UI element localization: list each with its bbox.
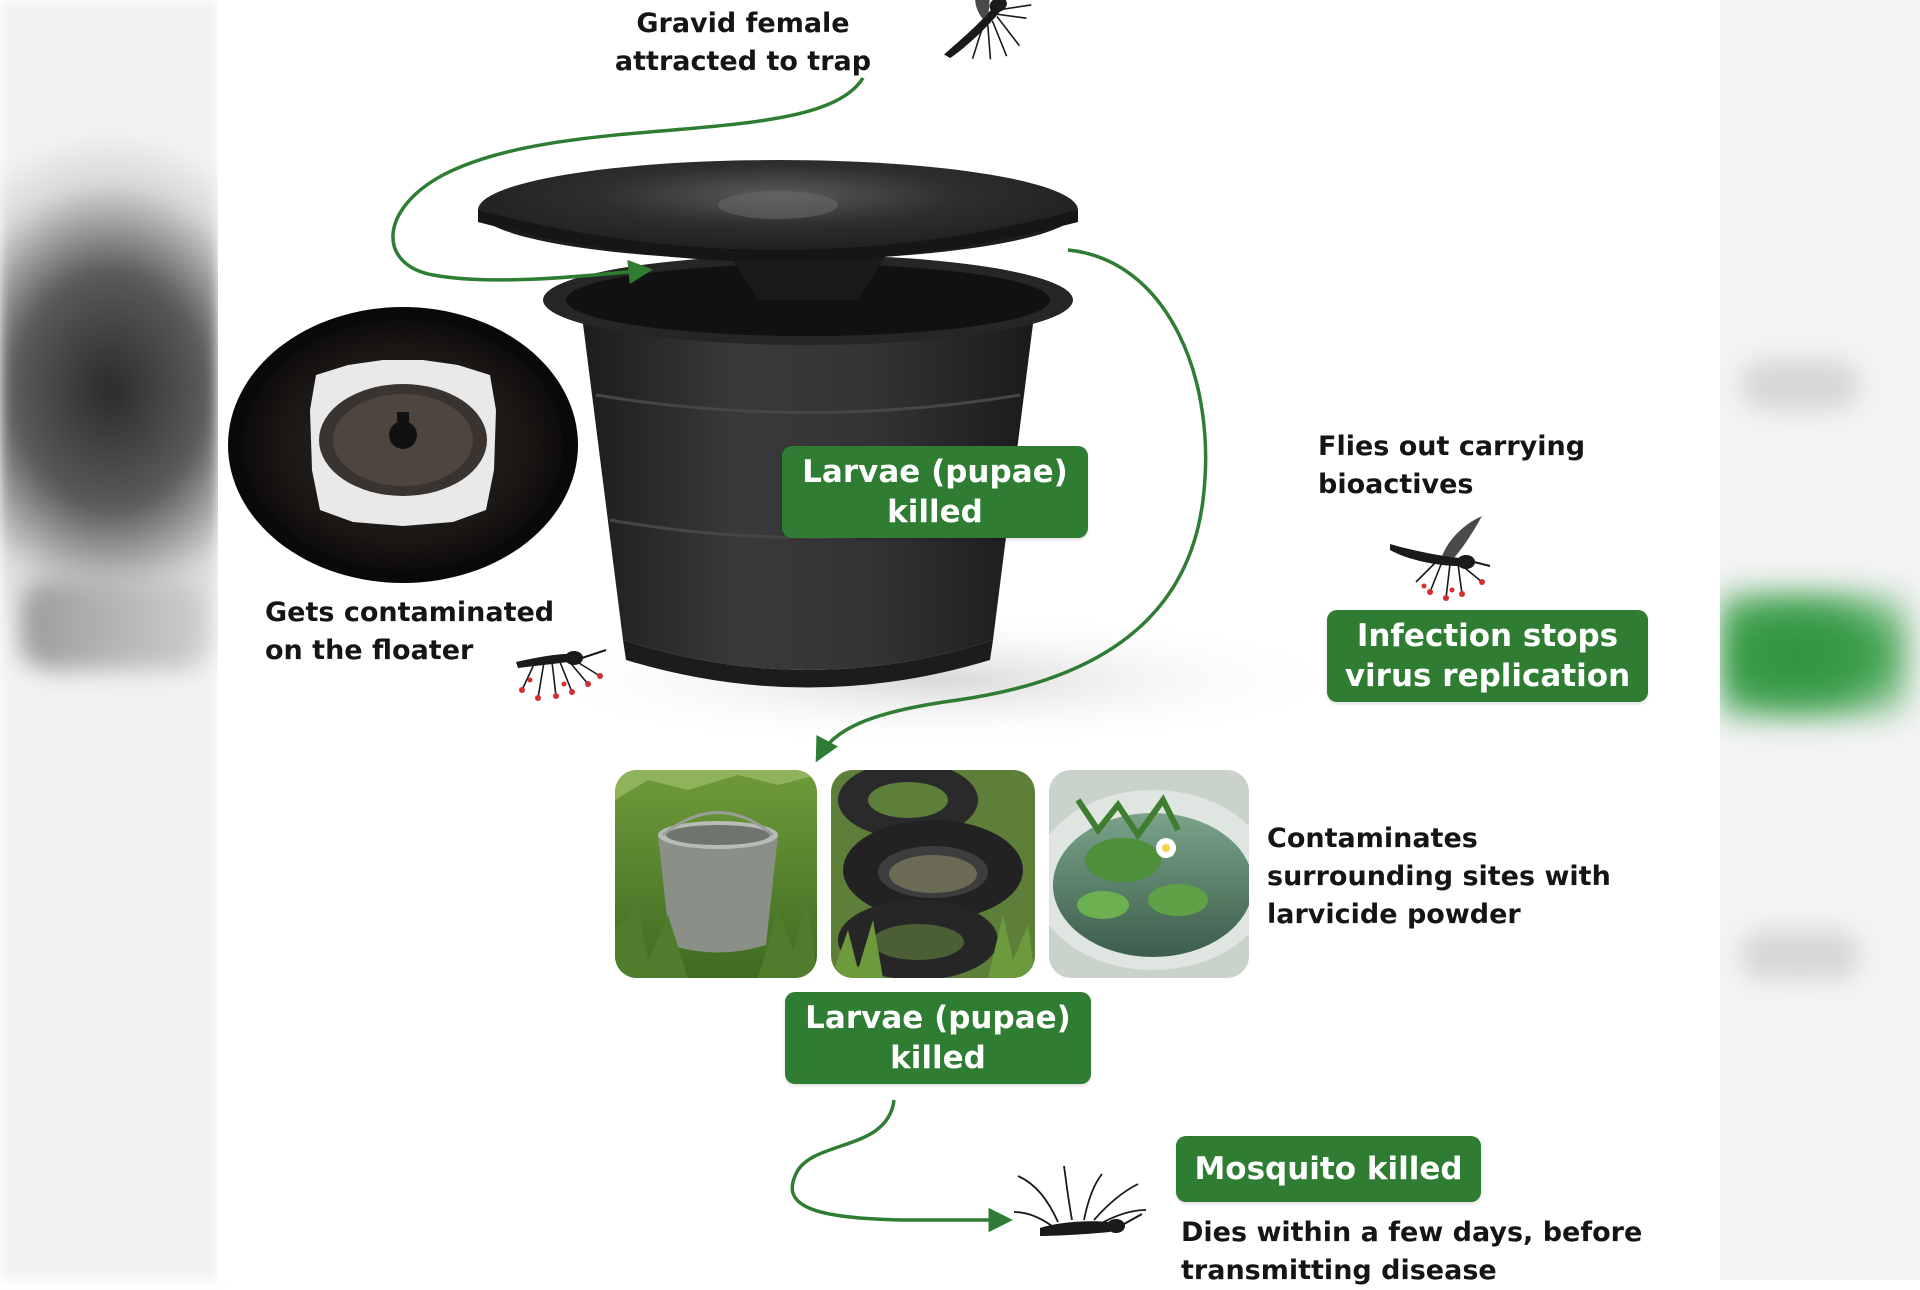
label-flies-out: Flies out carrying bioactives bbox=[1318, 431, 1586, 500]
trap-lid bbox=[478, 160, 1078, 300]
label-contaminates: Contaminates surrounding sites with larv… bbox=[1267, 823, 1611, 930]
mosquito-icon bbox=[944, 0, 1032, 60]
floater-photo bbox=[228, 307, 578, 583]
badge-infection-stops: Infection stops virus replication bbox=[1327, 610, 1648, 702]
badge-larvae-killed-trap: Larvae (pupae) killed bbox=[782, 446, 1088, 538]
badge-larvae-killed-sites: Larvae (pupae) killed bbox=[785, 992, 1091, 1084]
background-blur-right bbox=[1720, 0, 1920, 1280]
background-blur-green bbox=[1720, 590, 1910, 720]
tires-photo bbox=[831, 770, 1035, 978]
diagram-graphics bbox=[228, 0, 1491, 1236]
mosquito-icon bbox=[1390, 516, 1491, 601]
bucket-photo bbox=[615, 770, 817, 978]
background-blur-band bbox=[20, 580, 210, 670]
background-blur-shape bbox=[1740, 930, 1860, 980]
pond-photo bbox=[1049, 770, 1249, 978]
arrow-to-death bbox=[790, 1099, 1013, 1233]
background-blur-shape bbox=[1740, 360, 1860, 410]
mosquito-icon bbox=[516, 649, 607, 701]
arrow-to-sites bbox=[815, 248, 1208, 763]
dead-mosquito-icon bbox=[1013, 1165, 1147, 1236]
arrow-to-trap bbox=[391, 77, 865, 285]
label-floater: Gets contaminated on the floater bbox=[265, 597, 555, 666]
label-gravid-female: Gravid female attracted to trap bbox=[614, 8, 872, 77]
label-dies: Dies within a few days, before transmitt… bbox=[1181, 1217, 1643, 1286]
badge-mosquito-killed: Mosquito killed bbox=[1176, 1136, 1481, 1202]
diagram-canvas: Gravid female attracted to trap Gets con… bbox=[218, 0, 1720, 1286]
background-blur-left bbox=[0, 0, 218, 1280]
